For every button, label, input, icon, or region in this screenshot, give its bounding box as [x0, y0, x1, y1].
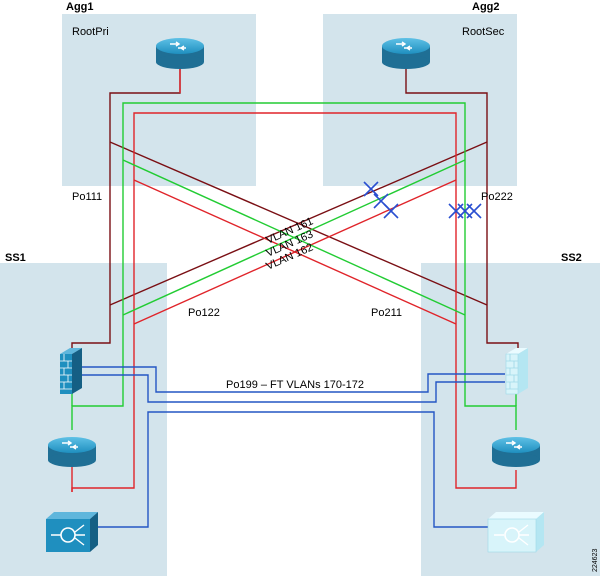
ss2-content-switch-standby-icon[interactable] [487, 512, 544, 553]
ss1-title: SS1 [5, 252, 26, 264]
ss2-router-icon[interactable] [492, 437, 540, 467]
agg1-area [62, 14, 256, 186]
green-link [71, 102, 517, 430]
ft-link-label: Po199 – FT VLANs 170-172 [226, 379, 364, 391]
agg2-title: Agg2 [472, 1, 500, 13]
red-link [71, 67, 517, 492]
po111-label: Po111 [72, 191, 102, 203]
ss2-title: SS2 [561, 252, 582, 264]
ss2-firewall-standby-icon[interactable] [505, 348, 528, 395]
agg2-router-icon[interactable] [382, 38, 430, 69]
po122-label: Po122 [188, 307, 220, 319]
po211-label: Po211 [371, 307, 402, 319]
figure-id: 224623 [592, 549, 599, 572]
blocked-port-x-icon [363, 181, 482, 219]
agg1-role-label: RootPri [72, 26, 109, 38]
po222-label: Po222 [481, 191, 513, 203]
agg1-router-icon[interactable] [156, 38, 204, 69]
ss1-firewall-icon[interactable] [60, 348, 82, 394]
agg1-title: Agg1 [66, 1, 94, 13]
ss1-router-icon[interactable] [48, 437, 96, 467]
agg2-role-label: RootSec [462, 26, 505, 38]
ss1-content-switch-icon[interactable] [46, 512, 98, 552]
blue-ft-link [82, 366, 505, 528]
